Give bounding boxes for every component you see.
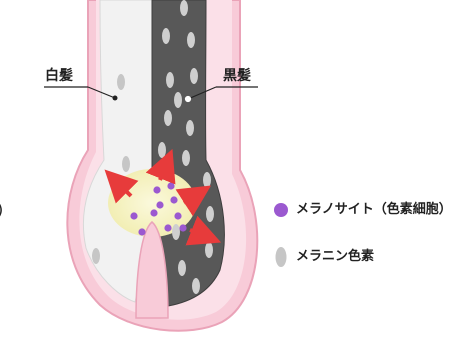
black-hair-label: 黒髪 [223, 68, 251, 84]
edge-fragment: ) [0, 200, 3, 219]
melanin-oval [117, 74, 125, 90]
melanocyte-dot [138, 228, 145, 235]
melanocyte-dot [130, 212, 137, 219]
melanin-oval [187, 32, 195, 48]
melanin-oval [180, 0, 188, 16]
legend-melanin-label: メラニン色素 [296, 249, 374, 265]
melanocyte-dot [150, 209, 157, 216]
melanin-oval [178, 260, 186, 276]
melanocyte-dot [164, 224, 171, 231]
legend-melanocyte-label: メラノサイト（色素細胞） [296, 202, 452, 218]
melanin-oval [206, 206, 214, 222]
gray-oval-icon [276, 247, 287, 267]
melanocyte-dot [179, 224, 186, 231]
melanin-oval [182, 150, 190, 166]
melanin-oval [172, 224, 180, 240]
melanin-oval [122, 156, 130, 172]
melanocyte-dot [174, 212, 181, 219]
melanin-oval [164, 110, 172, 126]
melanocyte-dot [170, 196, 177, 203]
melanin-oval [190, 68, 198, 84]
white-hair-label: 白髪 [45, 68, 73, 84]
melanin-oval [158, 142, 166, 158]
melanin-oval [92, 248, 100, 264]
melanin-oval [174, 92, 182, 108]
melanin-oval [192, 278, 200, 294]
melanocyte-dot [156, 201, 163, 208]
melanocyte-dot [153, 186, 160, 193]
melanin-oval [162, 28, 170, 44]
melanin-oval [203, 172, 211, 188]
melanocyte-dot [167, 182, 174, 189]
melanin-oval [166, 72, 174, 88]
melanin-oval [205, 242, 213, 258]
melanin-oval [186, 120, 194, 136]
purple-dot-icon [274, 203, 288, 217]
